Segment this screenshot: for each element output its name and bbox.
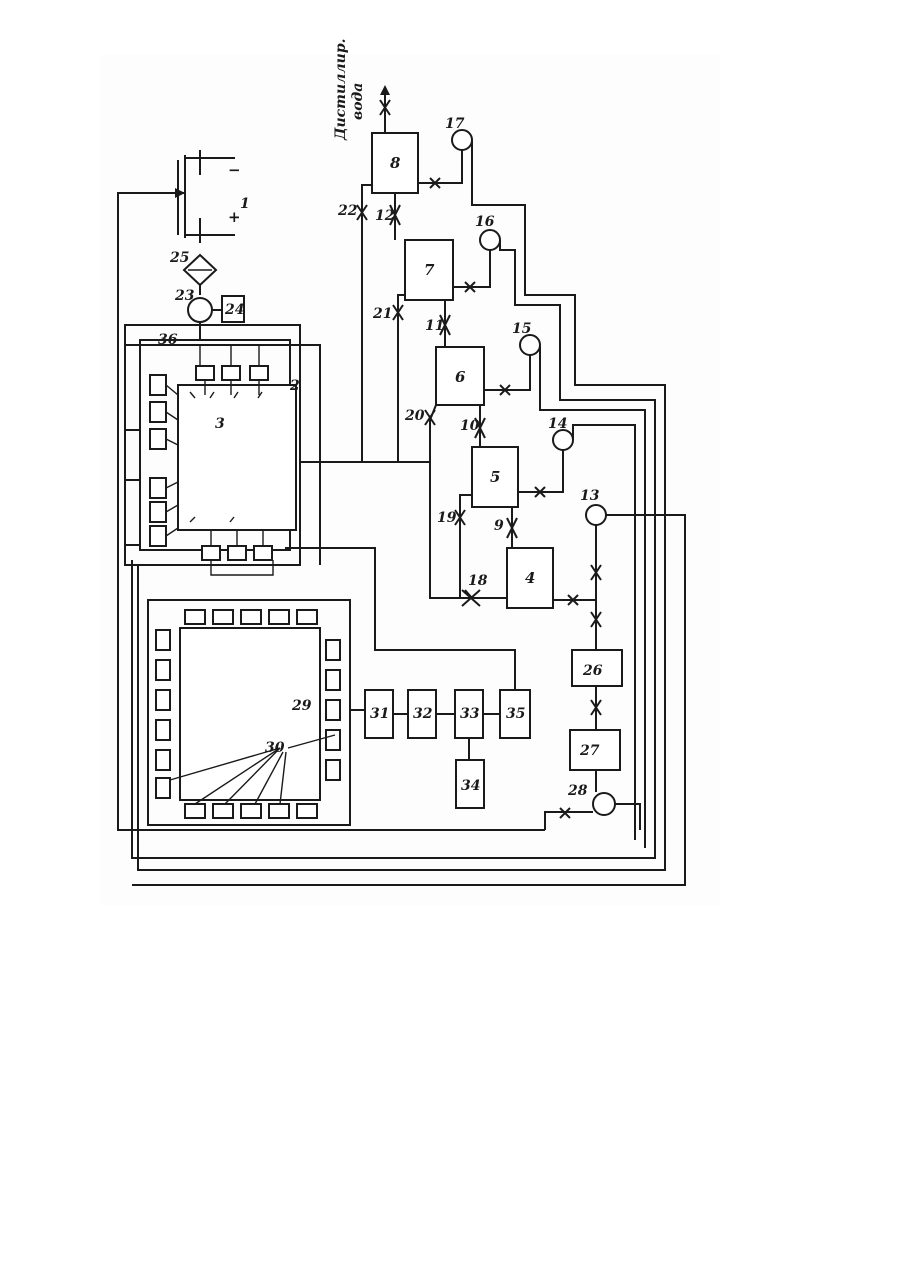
label-21: 21 [372,306,392,322]
label-26: 26 [582,663,603,679]
label-35: 35 [506,706,525,722]
label-14: 14 [548,416,567,432]
label-15: 15 [512,321,531,337]
label-11: 11 [425,318,444,334]
label-19: 19 [437,510,457,526]
water-label-line2: вода [350,83,366,120]
label-1: 1 [240,196,250,212]
label-29: 29 [291,698,312,714]
label-33: 33 [460,706,480,722]
label-18: 18 [468,573,488,589]
label-2: 2 [289,378,300,394]
label-12: 12 [375,208,395,224]
bath-plus-sign: + [228,208,241,226]
label-10: 10 [460,418,480,434]
water-label-line1: Дистиллир. [333,39,349,141]
label-6: 6 [455,368,466,386]
label-3: 3 [215,416,225,432]
label-25: 25 [169,250,189,266]
label-9: 9 [494,518,504,534]
label-32: 32 [413,706,433,722]
label-5: 5 [490,468,500,486]
bath-minus-sign: − [228,161,241,179]
label-8: 8 [390,154,401,172]
label-23: 23 [174,288,195,304]
label-27: 27 [579,743,600,759]
label-28: 28 [567,783,588,799]
label-22: 22 [337,203,358,219]
label-31: 31 [370,706,389,722]
label-7: 7 [424,261,435,279]
label-17: 17 [445,116,465,132]
label-4: 4 [525,569,535,587]
label-24: 24 [224,302,244,318]
label-13: 13 [580,488,600,504]
label-16: 16 [475,214,495,230]
label-34: 34 [461,778,480,794]
label-20: 20 [404,408,425,424]
